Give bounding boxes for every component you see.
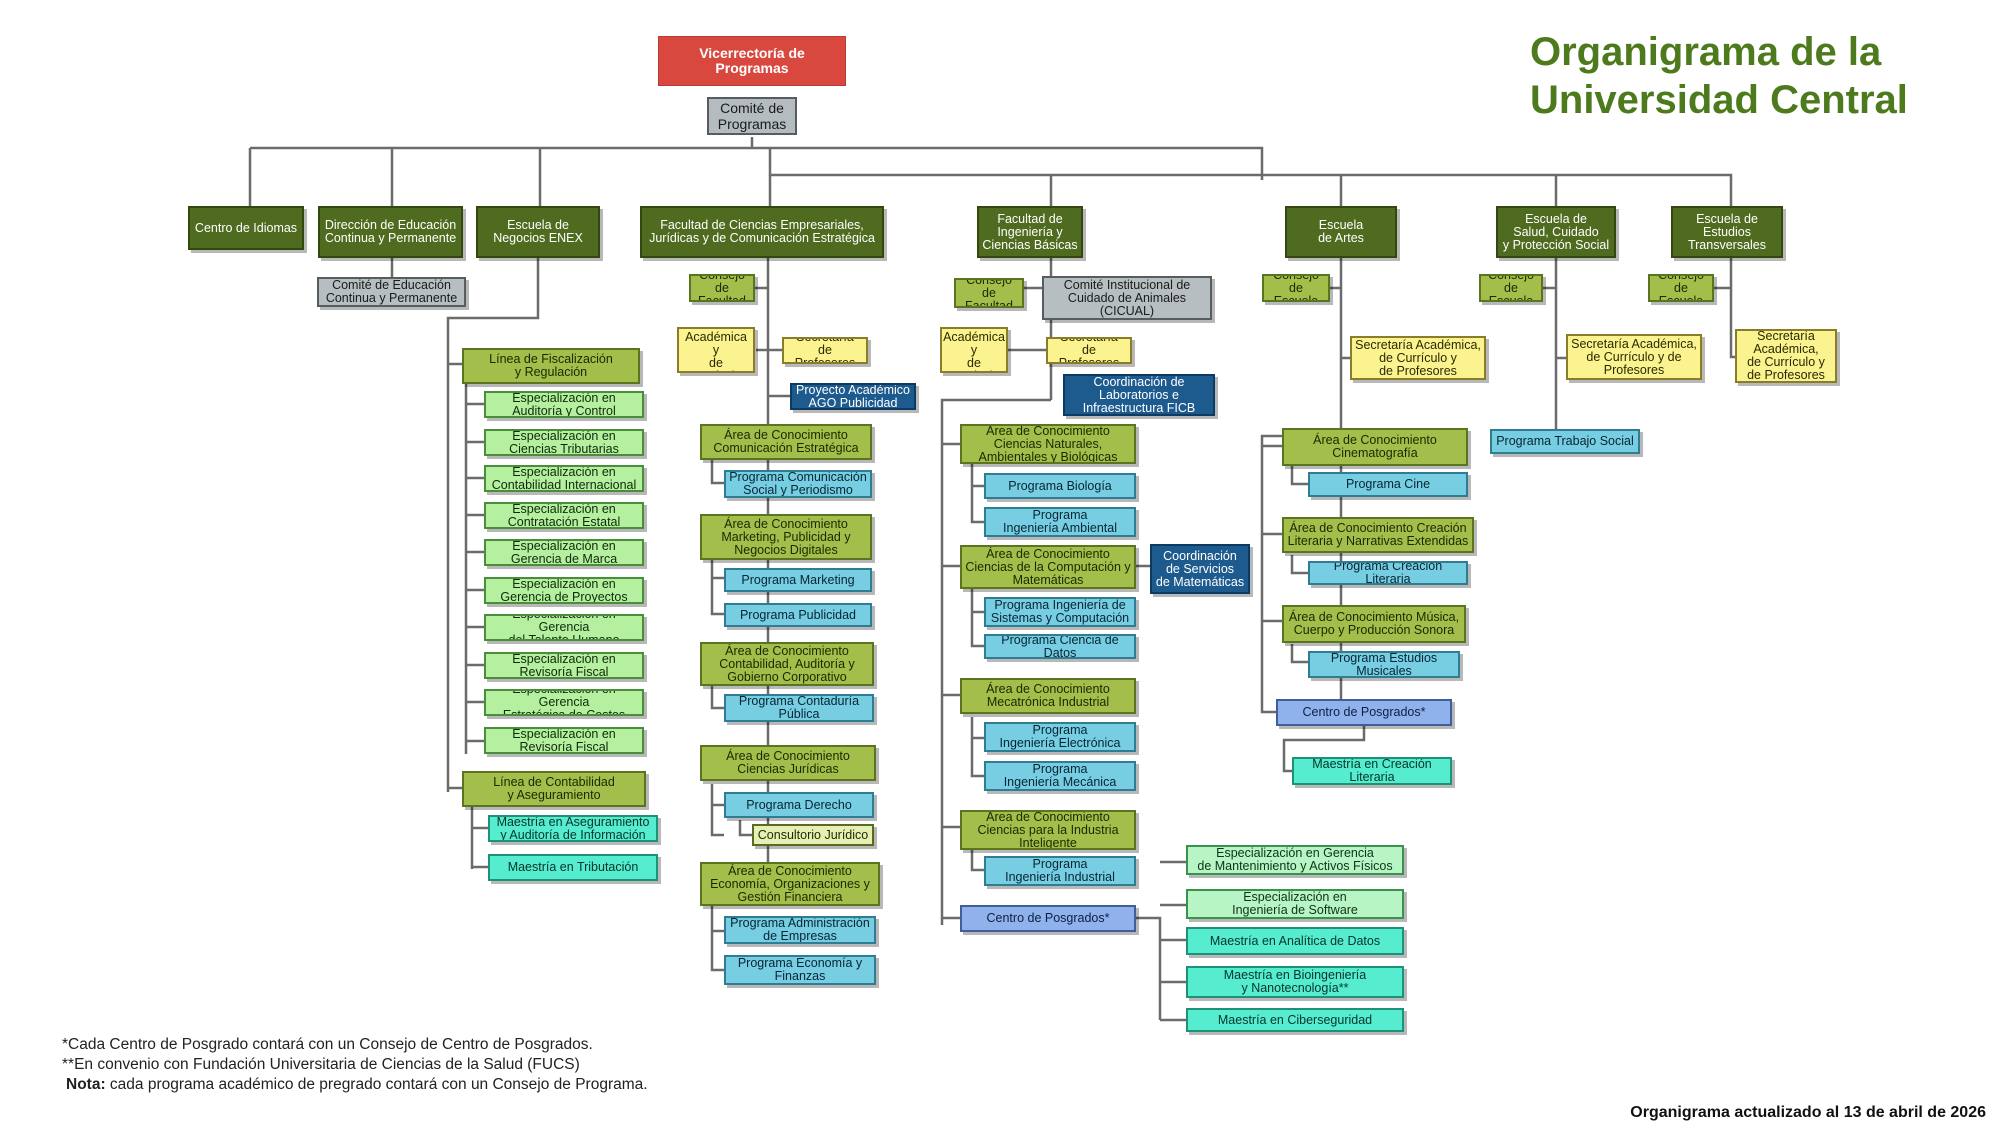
enex-program-2[interactable]: Especialización en Ciencias Tributarias — [484, 429, 644, 456]
fce-secretaria-profesores[interactable]: Secretaría de Profesores — [782, 337, 868, 364]
educacion-continua-box[interactable]: Dirección de Educación Continua y Perman… — [318, 206, 463, 258]
fce-area-economia[interactable]: Área de Conocimiento Economía, Organizac… — [700, 862, 880, 906]
fce-area-juridicas[interactable]: Área de Conocimiento Ciencias Jurídicas — [700, 745, 876, 781]
artes-programa-creacion-literaria[interactable]: Programa Creación Literaria — [1308, 561, 1468, 585]
fce-programa-marketing[interactable]: Programa Marketing — [724, 568, 872, 592]
fic-programa-ambiental[interactable]: Programa Ingeniería Ambiental — [984, 507, 1136, 537]
comite-programas-box[interactable]: Comité de Programas — [707, 97, 797, 135]
fce-area-comunicacion[interactable]: Área de Conocimiento Comunicación Estrat… — [700, 424, 872, 460]
artes-area-musica[interactable]: Área de Conocimiento Música, Cuerpo y Pr… — [1282, 605, 1466, 643]
fic-secretaria-profesores[interactable]: Secretaría de Profesores — [1046, 337, 1132, 364]
fic-programa-datos[interactable]: Programa Ciencia de Datos — [984, 634, 1136, 659]
title-line-1: Organigrama de la — [1530, 30, 1882, 74]
fce-programa-contaduria[interactable]: Programa Contaduría Pública — [724, 694, 874, 722]
fic-area-computacion[interactable]: Área de Conocimiento Ciencias de la Comp… — [960, 545, 1136, 589]
facultad-ingenieria-box[interactable]: Facultad de Ingeniería y Ciencias Básica… — [977, 206, 1083, 258]
artes-maestria-creacion[interactable]: Maestría en Creación Literaria — [1292, 757, 1452, 785]
centro-idiomas-box[interactable]: Centro de Idiomas — [188, 206, 304, 250]
fic-secretaria-academica[interactable]: Secretaría Académica y de Currículo — [940, 327, 1008, 373]
fce-secretaria-academica[interactable]: Secretaría Académica y de Currículo — [677, 327, 755, 373]
enex-program-9[interactable]: Especialización en Gerencia Estratégica … — [484, 689, 644, 716]
enex-program-6[interactable]: Especialización en Gerencia de Proyectos — [484, 577, 644, 604]
enex-program-10[interactable]: Especialización en Revisoría Fiscal — [484, 727, 644, 754]
title-line-2: Universidad Central — [1530, 78, 1908, 122]
page-title: Organigrama de la Universidad Central — [1530, 28, 1908, 124]
transversales-consejo-escuela[interactable]: Consejo de Escuela — [1648, 274, 1714, 302]
fce-area-contabilidad[interactable]: Área de Conocimiento Contabilidad, Audit… — [700, 642, 874, 686]
fic-comite-cicual[interactable]: Comité Institucional de Cuidado de Anima… — [1042, 276, 1212, 320]
fce-consultorio-juridico[interactable]: Consultorio Jurídico — [752, 824, 874, 846]
enex-maestria-aseguramiento[interactable]: Maestría en Aseguramiento y Auditoría de… — [488, 815, 658, 842]
footnote-fucs: **En convenio con Fundación Universitari… — [62, 1056, 580, 1073]
fic-maestria-bioingenieria[interactable]: Maestría en Bioingeniería y Nanotecnolog… — [1186, 966, 1404, 998]
artes-consejo-escuela[interactable]: Consejo de Escuela — [1262, 274, 1330, 302]
fic-posgrado-mantenimiento[interactable]: Especialización en Gerencia de Mantenimi… — [1186, 845, 1404, 875]
vicerrectoria-box[interactable]: Vicerrectoría de Programas — [658, 36, 846, 86]
fce-consejo-facultad[interactable]: Consejo de Facultad — [689, 274, 755, 302]
fic-maestria-ciberseguridad[interactable]: Maestría en Ciberseguridad — [1186, 1008, 1404, 1032]
fic-centro-posgrados[interactable]: Centro de Posgrados* — [960, 905, 1136, 932]
fic-coord-matematicas[interactable]: Coordinación de Servicios de Matemáticas — [1150, 544, 1250, 594]
fic-programa-electronica[interactable]: Programa Ingeniería Electrónica — [984, 722, 1136, 752]
enex-maestria-tributacion[interactable]: Maestría en Tributación — [488, 854, 658, 881]
artes-centro-posgrados[interactable]: Centro de Posgrados* — [1276, 699, 1452, 726]
fic-programa-sistemas[interactable]: Programa Ingeniería de Sistemas y Comput… — [984, 597, 1136, 627]
facultad-empresariales-box[interactable]: Facultad de Ciencias Empresariales, Jurí… — [640, 206, 884, 258]
salud-consejo-escuela[interactable]: Consejo de Escuela — [1479, 274, 1543, 302]
escuela-salud-box[interactable]: Escuela de Salud, Cuidado y Protección S… — [1496, 206, 1616, 258]
enex-linea-fiscalizacion[interactable]: Línea de Fiscalización y Regulación — [462, 348, 640, 384]
fic-maestria-analitica[interactable]: Maestría en Analítica de Datos — [1186, 927, 1404, 955]
fic-coord-laboratorios[interactable]: Coordinación de Laboratorios e Infraestr… — [1063, 374, 1215, 416]
fce-programa-comunicacion[interactable]: Programa Comunicación Social y Periodism… — [724, 470, 872, 498]
enex-program-1[interactable]: Especialización en Auditoría y Control — [484, 391, 644, 418]
fic-area-naturales[interactable]: Área de Conocimiento Ciencias Naturales,… — [960, 424, 1136, 464]
fic-consejo-facultad[interactable]: Consejo de Facultad — [954, 278, 1024, 308]
fce-programa-administracion[interactable]: Programa Administración de Empresas — [724, 916, 876, 944]
fic-posgrado-software[interactable]: Especialización en Ingeniería de Softwar… — [1186, 889, 1404, 919]
updated-date: Organigrama actualizado al 13 de abril d… — [1630, 1104, 1986, 1121]
transversales-secretaria[interactable]: Secretaría Académica, de Currículo y de … — [1735, 329, 1837, 383]
footnote-nota-label: Nota: — [66, 1076, 106, 1093]
fce-area-marketing[interactable]: Área de Conocimiento Marketing, Publicid… — [700, 514, 872, 560]
enex-program-3[interactable]: Especialización en Contabilidad Internac… — [484, 465, 644, 492]
enex-program-4[interactable]: Especialización en Contratación Estatal — [484, 502, 644, 529]
artes-area-literaria[interactable]: Área de Conocimiento Creación Literaria … — [1282, 517, 1474, 553]
enex-program-8[interactable]: Especialización en Revisoría Fiscal — [484, 652, 644, 679]
fce-programa-economia[interactable]: Programa Economía y Finanzas — [724, 955, 876, 985]
fce-proyecto-ago[interactable]: Proyecto Académico AGO Publicidad — [790, 383, 916, 410]
artes-programa-cine[interactable]: Programa Cine — [1308, 472, 1468, 497]
artes-secretaria[interactable]: Secretaría Académica, de Currículo y de … — [1350, 336, 1486, 380]
comite-educacion-box[interactable]: Comité de Educación Continua y Permanent… — [317, 277, 466, 307]
enex-linea-contabilidad[interactable]: Línea de Contabilidad y Aseguramiento — [462, 771, 646, 807]
footnote-nota: Nota: cada programa académico de pregrad… — [66, 1076, 648, 1094]
footnote-nota-text: cada programa académico de pregrado cont… — [105, 1076, 648, 1093]
escuela-transversales-box[interactable]: Escuela de Estudios Transversales — [1671, 206, 1783, 258]
fic-area-mecatronica[interactable]: Área de Conocimiento Mecatrónica Industr… — [960, 678, 1136, 714]
escuela-artes-box[interactable]: Escuela de Artes — [1285, 206, 1397, 258]
artes-area-cinematografia[interactable]: Área de Conocimiento Cinematografía — [1282, 428, 1468, 466]
salud-secretaria[interactable]: Secretaría Académica, de Currículo y de … — [1566, 334, 1702, 380]
salud-programa-trabajo-social[interactable]: Programa Trabajo Social — [1490, 429, 1640, 454]
enex-program-7[interactable]: Especialización en Gerencia del Talento … — [484, 614, 644, 641]
fic-programa-biologia[interactable]: Programa Biología — [984, 473, 1136, 499]
artes-programa-musicales[interactable]: Programa Estudios Musicales — [1308, 651, 1460, 678]
fce-programa-publicidad[interactable]: Programa Publicidad — [724, 603, 872, 627]
escuela-enex-box[interactable]: Escuela de Negocios ENEX — [476, 206, 600, 258]
fic-programa-mecanica[interactable]: Programa Ingeniería Mecánica — [984, 761, 1136, 791]
enex-program-5[interactable]: Especialización en Gerencia de Marca — [484, 539, 644, 566]
fce-programa-derecho[interactable]: Programa Derecho — [724, 792, 874, 818]
footnote-posgrados: *Cada Centro de Posgrado contará con un … — [62, 1036, 593, 1053]
fic-area-industria[interactable]: Área de Conocimiento Ciencias para la In… — [960, 810, 1136, 850]
fic-programa-industrial[interactable]: Programa Ingeniería Industrial — [984, 856, 1136, 886]
